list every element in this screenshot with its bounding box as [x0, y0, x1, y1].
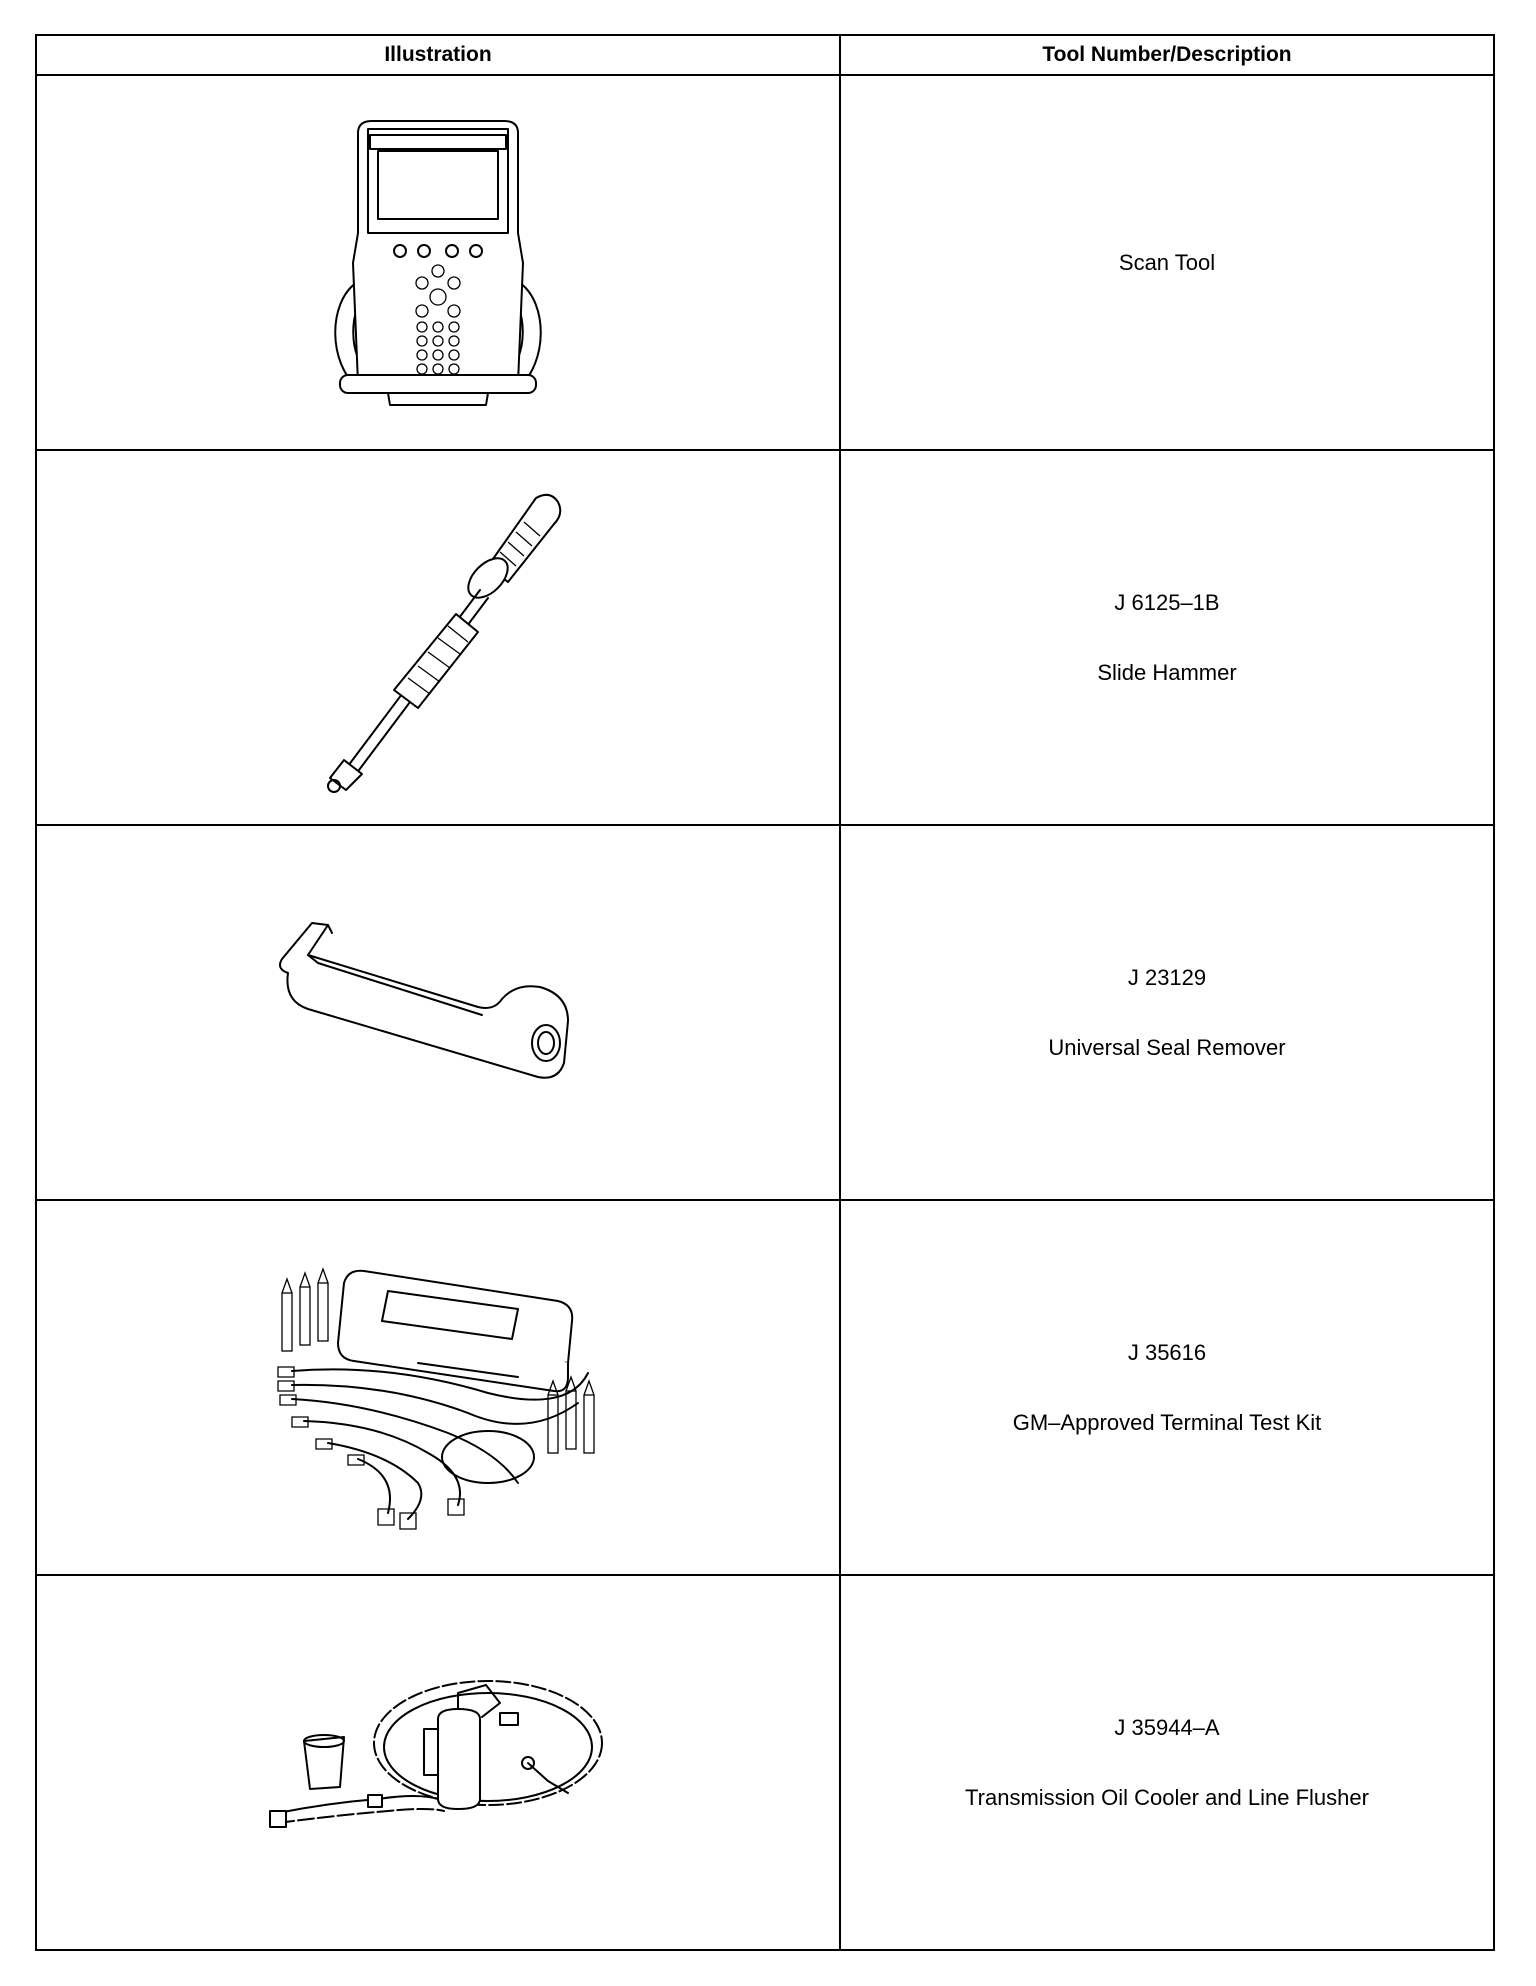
header-illustration: Illustration — [35, 34, 841, 76]
description-cell: J 6125–1B Slide Hammer — [839, 449, 1495, 826]
tool-description: Slide Hammer — [1097, 659, 1237, 685]
scan-tool-illustration — [334, 119, 542, 406]
header-row: Illustration Tool Number/Description — [35, 34, 1495, 76]
table-row: J 6125–1B Slide Hammer — [35, 449, 1495, 826]
description-cell: J 35944–A Transmission Oil Cooler and Li… — [839, 1574, 1495, 1951]
slide-hammer-illustration — [327, 493, 562, 793]
tool-number: J 35616 — [1127, 1339, 1207, 1365]
illustration-cell — [35, 1574, 841, 1951]
terminal-test-kit-illustration — [277, 1266, 595, 1530]
illustration-cell — [35, 449, 841, 826]
table-row: J 35616 GM–Approved Terminal Test Kit — [35, 1199, 1495, 1576]
description-cell: J 35616 GM–Approved Terminal Test Kit — [839, 1199, 1495, 1576]
seal-remover-illustration — [279, 921, 569, 1079]
description-cell: Scan Tool — [839, 74, 1495, 451]
illustration-cell — [35, 824, 841, 1201]
header-tool-number-description: Tool Number/Description — [839, 34, 1495, 76]
description-cell: J 23129 Universal Seal Remover — [839, 824, 1495, 1201]
tool-description: Transmission Oil Cooler and Line Flusher — [965, 1784, 1369, 1810]
table-row: Scan Tool — [35, 74, 1495, 451]
tool-description: Universal Seal Remover — [1048, 1034, 1286, 1060]
tool-number: J 23129 — [1127, 964, 1207, 990]
illustration-cell — [35, 1199, 841, 1576]
table-row: J 35944–A Transmission Oil Cooler and Li… — [35, 1574, 1495, 1951]
tool-number: J 35944–A — [1114, 1714, 1220, 1740]
tool-description: GM–Approved Terminal Test Kit — [1012, 1409, 1322, 1435]
special-tools-table: Illustration Tool Number/Description — [35, 34, 1495, 1951]
tool-description: Scan Tool — [1118, 249, 1216, 275]
table-row: J 23129 Universal Seal Remover — [35, 824, 1495, 1201]
oil-cooler-flusher-illustration — [269, 1679, 603, 1828]
tool-number: J 6125–1B — [1114, 589, 1220, 615]
illustration-cell — [35, 74, 841, 451]
